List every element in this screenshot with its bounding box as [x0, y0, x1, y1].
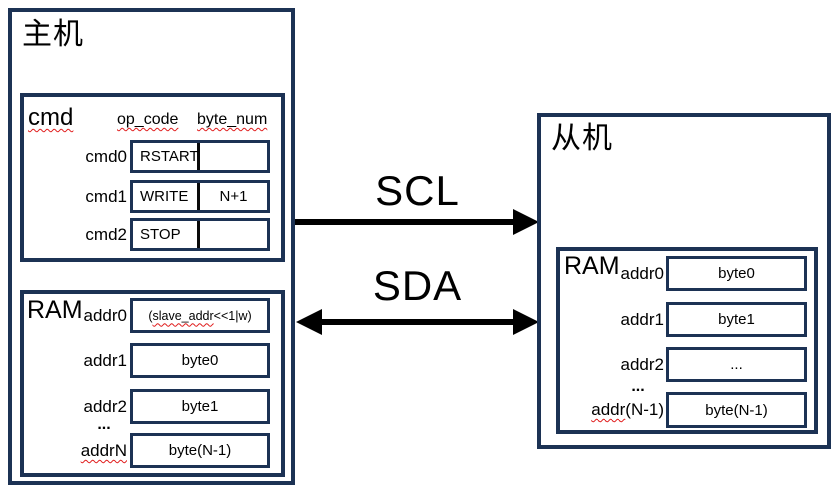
opcode-cell: WRITE — [133, 183, 200, 210]
ram-row-label-word: addr — [591, 400, 626, 419]
ram-cell: byte0 — [718, 265, 755, 282]
ram-row: ... — [666, 347, 807, 382]
ram-cell: byte(N-1) — [168, 442, 232, 459]
slave-ram-label: RAM — [564, 252, 620, 280]
ram-cell: byte1 — [718, 311, 755, 328]
master-title: 主机 — [22, 18, 84, 51]
ram-row: byte1 — [130, 389, 270, 424]
ram-cell: (slave_addr<<1|w) — [133, 301, 267, 330]
bytenum-cell: N+1 — [219, 188, 248, 205]
sda-label: SDA — [372, 262, 463, 309]
ram-cell-pre: ( — [148, 308, 153, 323]
ram-cell: byte1 — [181, 398, 219, 415]
opcode-cell: STOP — [133, 221, 200, 248]
ram-row-label: addr(N-1) — [572, 401, 664, 418]
ram-row: byte0 — [666, 256, 807, 291]
scl-label: SCL — [375, 167, 460, 214]
ram-cell-word: slave_addr — [152, 308, 214, 323]
ram-cell: byte(N-1) — [705, 401, 768, 419]
cmd-header-opcode: op_code — [117, 111, 179, 128]
cmd-header-bytenum: byte_num — [197, 111, 268, 128]
ram-cell: byte0 — [181, 352, 219, 369]
opcode-cell: RSTART — [133, 143, 200, 170]
slave-ram-ellipsis: ... — [631, 378, 645, 395]
ram-row: byte1 — [666, 302, 807, 337]
slave-title: 从机 — [551, 122, 613, 155]
sda-arrow — [296, 309, 539, 335]
ram-row: byte0 — [130, 343, 270, 378]
ram-cell: ... — [730, 356, 743, 373]
ram-row-label: addr1 — [83, 351, 127, 370]
ram-row-label: addr2 — [620, 355, 664, 374]
bytenum-cell — [200, 221, 267, 248]
cmd-row-label: cmd2 — [85, 225, 127, 244]
cmd-row: RSTART — [130, 140, 270, 173]
cmd-row: WRITE N+1 — [130, 180, 270, 213]
master-ram-ellipsis: ... — [97, 416, 111, 433]
cmd-row: STOP — [130, 218, 270, 251]
ram-row: byte(N-1) — [130, 433, 270, 468]
ram-row-label: addrN — [80, 441, 127, 460]
master-ram-label: RAM — [27, 296, 83, 324]
ram-row: byte(N-1) — [666, 392, 807, 428]
cmd-row-label: cmd0 — [85, 147, 127, 166]
scl-arrow — [295, 209, 539, 235]
ram-row-label: addr1 — [620, 310, 664, 329]
cmd-label: cmd — [28, 104, 74, 131]
ram-cell-post: <<1|w) — [213, 308, 252, 323]
ram-row-label-post: (N-1) — [625, 400, 664, 419]
ram-row-label: addr0 — [620, 264, 664, 283]
ram-row-label: addr0 — [83, 306, 127, 325]
cmd-row-label: cmd1 — [85, 187, 127, 206]
bytenum-cell — [200, 143, 267, 170]
ram-row-label: addr2 — [83, 397, 127, 416]
ram-row: (slave_addr<<1|w) — [130, 298, 270, 333]
